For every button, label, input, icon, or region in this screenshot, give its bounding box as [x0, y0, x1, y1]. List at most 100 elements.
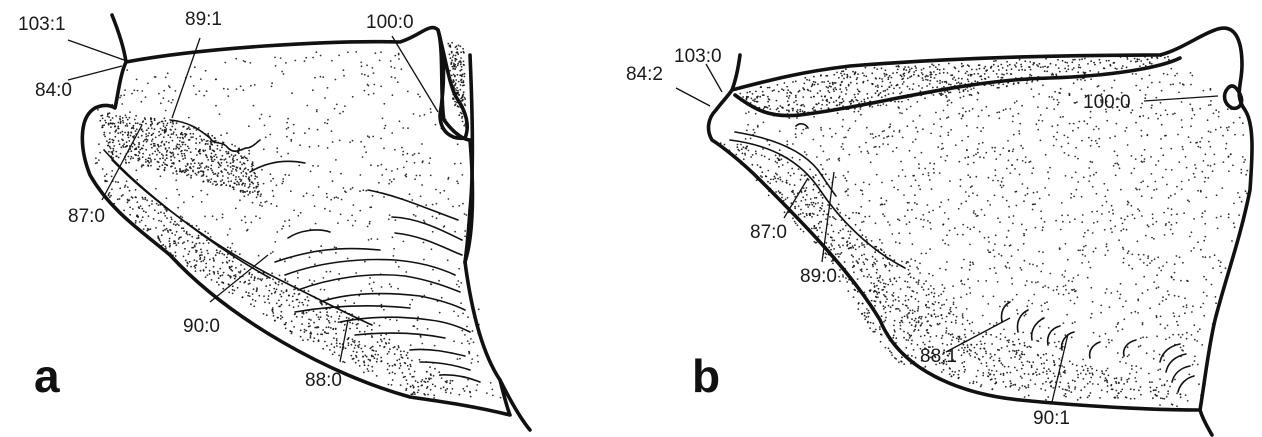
stipple-dot [389, 348, 391, 350]
stipple-dot [989, 268, 991, 270]
stipple-dot [229, 156, 231, 158]
stipple-dot [399, 363, 401, 365]
stipple-dot [458, 268, 460, 270]
stipple-dot [1053, 145, 1055, 147]
stipple-dot [1021, 66, 1023, 68]
stipple-dot [164, 169, 166, 171]
stipple-dot [861, 190, 863, 192]
stipple-dot [179, 140, 181, 142]
stipple-dot [1166, 396, 1168, 398]
stipple-dot [867, 150, 869, 152]
stipple-dot [361, 73, 363, 75]
stipple-dot [1210, 131, 1212, 133]
stipple-dot [222, 155, 224, 157]
stipple-dot [276, 147, 278, 149]
stipple-dot [245, 157, 247, 159]
stipple-dot [211, 153, 213, 155]
stipple-dot [402, 151, 404, 153]
stipple-dot [911, 324, 913, 326]
stipple-dot [364, 146, 366, 148]
stipple-dot [153, 143, 155, 145]
stipple-dot [960, 281, 962, 283]
stipple-dot [965, 200, 967, 202]
stipple-dot [899, 112, 901, 114]
label-a-103: 103:1 [18, 14, 66, 35]
stipple-dot [397, 81, 399, 83]
stipple-dot [757, 96, 759, 98]
stipple-dot [210, 141, 212, 143]
stipple-dot [969, 292, 971, 294]
stipple-dot [429, 157, 431, 159]
stipple-dot [1141, 78, 1143, 80]
stipple-dot [1202, 212, 1204, 214]
stipple-dot [207, 181, 209, 183]
stipple-dot [312, 195, 314, 197]
stipple-dot [902, 322, 904, 324]
stipple-dot [906, 314, 908, 316]
stipple-dot [1087, 397, 1089, 399]
stipple-dot [1156, 287, 1158, 289]
stipple-dot [289, 304, 291, 306]
stipple-dot [1180, 336, 1182, 338]
stipple-dot [1144, 149, 1146, 151]
stipple-dot [225, 184, 227, 186]
stipple-dot [969, 264, 971, 266]
stipple-dot [961, 283, 963, 285]
stipple-dot [1037, 129, 1039, 131]
stipple-dot [928, 172, 930, 174]
stipple-dot [1041, 310, 1043, 312]
stipple-dot [1077, 377, 1079, 379]
stipple-dot [883, 251, 885, 253]
stipple-dot [1033, 96, 1035, 98]
stipple-dot [167, 231, 169, 233]
stipple-dot [136, 79, 138, 81]
stipple-dot [860, 114, 862, 116]
stipple-dot [410, 386, 412, 388]
stipple-dot [1143, 276, 1145, 278]
stipple-dot [776, 162, 778, 164]
stipple-dot [1227, 156, 1229, 158]
stipple-dot [1071, 281, 1073, 283]
stipple-dot [855, 249, 857, 251]
stipple-dot [406, 354, 408, 356]
stipple-dot [817, 214, 819, 216]
stipple-dot [946, 234, 948, 236]
stipple-dot [215, 154, 217, 156]
stipple-dot [1021, 69, 1023, 71]
stipple-dot [253, 105, 255, 107]
stipple-dot [354, 342, 356, 344]
stipple-dot [1159, 81, 1161, 83]
stipple-dot [356, 327, 358, 329]
stipple-dot [760, 86, 762, 88]
stipple-dot [1204, 223, 1206, 225]
stipple-dot [929, 66, 931, 68]
stipple-dot [389, 283, 391, 285]
stipple-dot [1227, 129, 1229, 131]
stipple-dot [914, 157, 916, 159]
stipple-dot [183, 227, 185, 229]
stipple-dot [999, 306, 1001, 308]
stipple-dot [1031, 365, 1033, 367]
stipple-dot [925, 79, 927, 81]
stipple-dot [1008, 341, 1010, 343]
stipple-dot [1158, 286, 1160, 288]
panel-a: 103:1 89:1 100:0 84:0 87:0 90:0 88:0 a [18, 9, 530, 430]
stipple-dot [367, 135, 369, 137]
stipple-dot [460, 302, 462, 304]
stipple-dot [1067, 137, 1069, 139]
stipple-dot [1104, 229, 1106, 231]
stipple-dot [117, 198, 119, 200]
stipple-dot [1069, 361, 1071, 363]
stipple-dot [1016, 294, 1018, 296]
stipple-dot [1216, 194, 1218, 196]
stipple-dot [1065, 289, 1067, 291]
stipple-dot [909, 265, 911, 267]
stipple-dot [214, 181, 216, 183]
stipple-dot [1032, 361, 1034, 363]
stipple-dot [958, 341, 960, 343]
stipple-dot [1208, 131, 1210, 133]
stipple-dot [876, 174, 878, 176]
stipple-dot [878, 135, 880, 137]
stipple-dot [151, 147, 153, 149]
stipple-dot [1128, 354, 1130, 356]
